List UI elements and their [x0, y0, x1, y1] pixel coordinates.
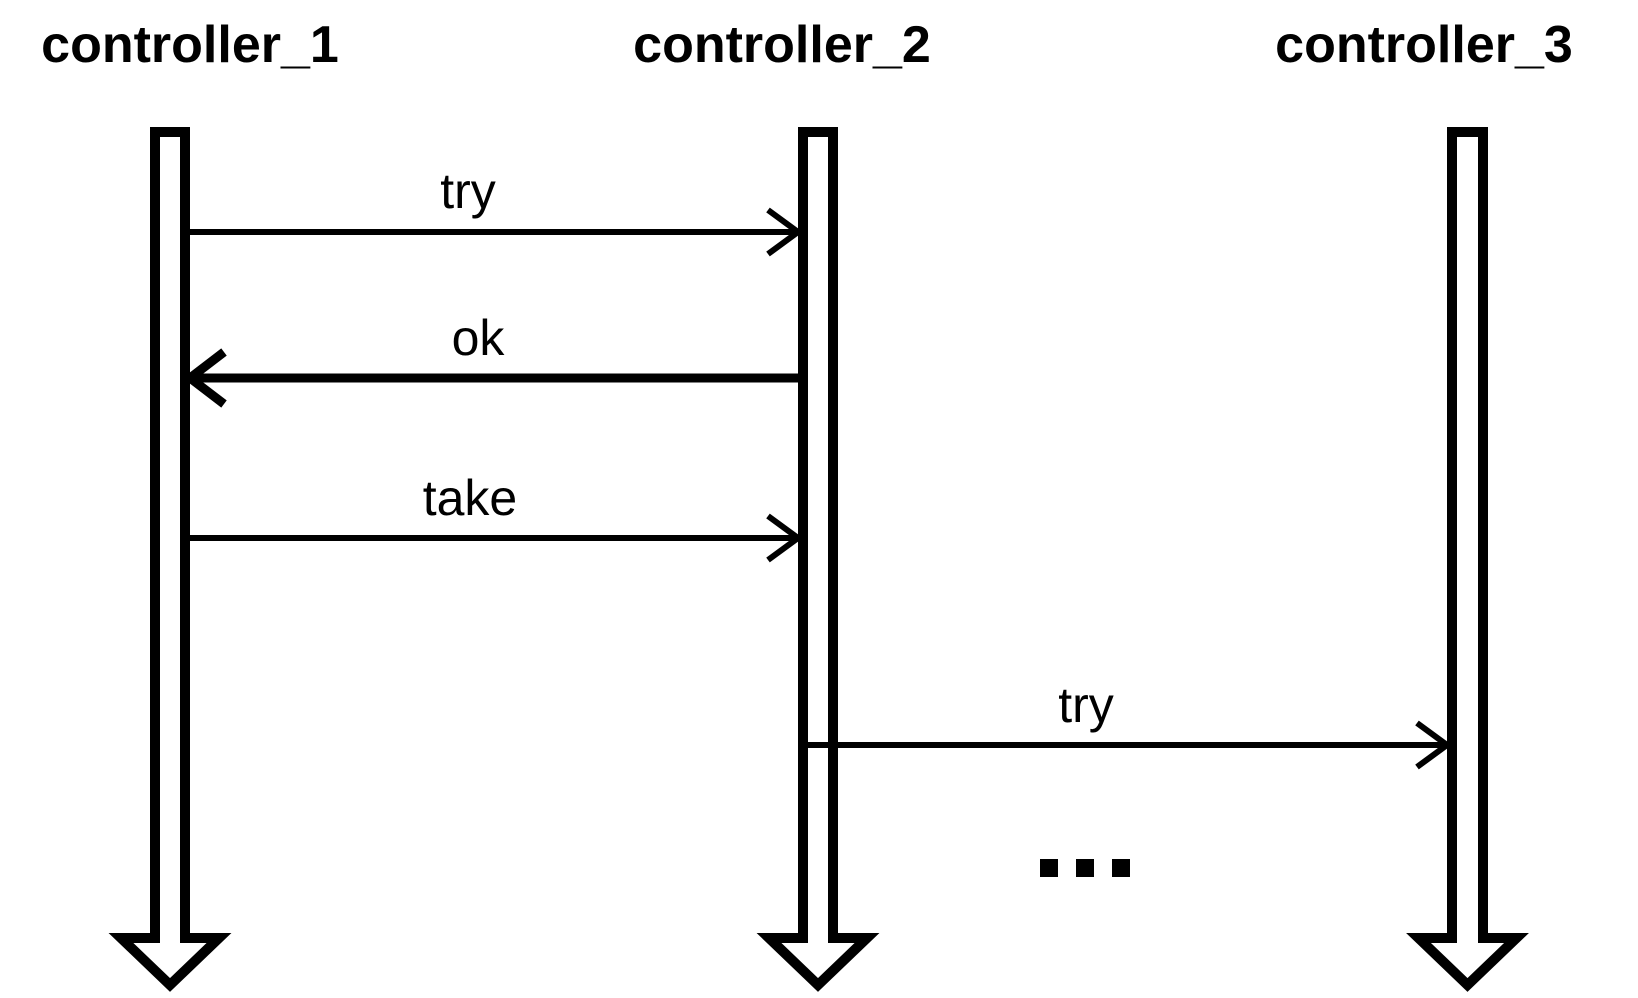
lifeline-bar-controller_2 — [756, 127, 880, 992]
lifeline-controller_1 — [108, 127, 232, 992]
lifeline-group — [108, 127, 1529, 992]
ellipsis-dot — [1112, 859, 1130, 877]
ellipsis-dot — [1040, 859, 1058, 877]
message-group: try ok take try — [182, 163, 1453, 770]
lifeline-controller_3 — [1406, 127, 1529, 992]
message-msg-try-1: try — [190, 163, 804, 257]
lifeline-bar-controller_3 — [1406, 127, 1529, 992]
message-arrowhead-msg-take — [766, 513, 804, 563]
message-label-msg-try-1: try — [440, 163, 496, 219]
lifeline-controller_2 — [756, 127, 880, 992]
participant-label-controller_1: controller_1 — [41, 16, 339, 74]
message-label-msg-take: take — [423, 470, 518, 526]
message-arrowhead-msg-ok — [182, 348, 227, 408]
participant-label-controller_3: controller_3 — [1275, 16, 1573, 74]
message-label-msg-try-2: try — [1058, 677, 1114, 733]
message-msg-ok: ok — [182, 310, 798, 408]
lifeline-bar-controller_1 — [108, 127, 232, 992]
ellipsis-dot — [1076, 859, 1094, 877]
message-label-msg-ok: ok — [452, 310, 506, 366]
ellipsis-icon — [1040, 859, 1130, 877]
participant-label-controller_2: controller_2 — [633, 16, 931, 74]
message-msg-take: take — [190, 470, 804, 563]
message-arrowhead-msg-try-1 — [766, 207, 804, 257]
message-msg-try-2: try — [802, 677, 1453, 770]
participant-label-group: controller_1 controller_2 controller_3 — [41, 16, 1573, 74]
message-arrowhead-msg-try-2 — [1415, 720, 1453, 770]
